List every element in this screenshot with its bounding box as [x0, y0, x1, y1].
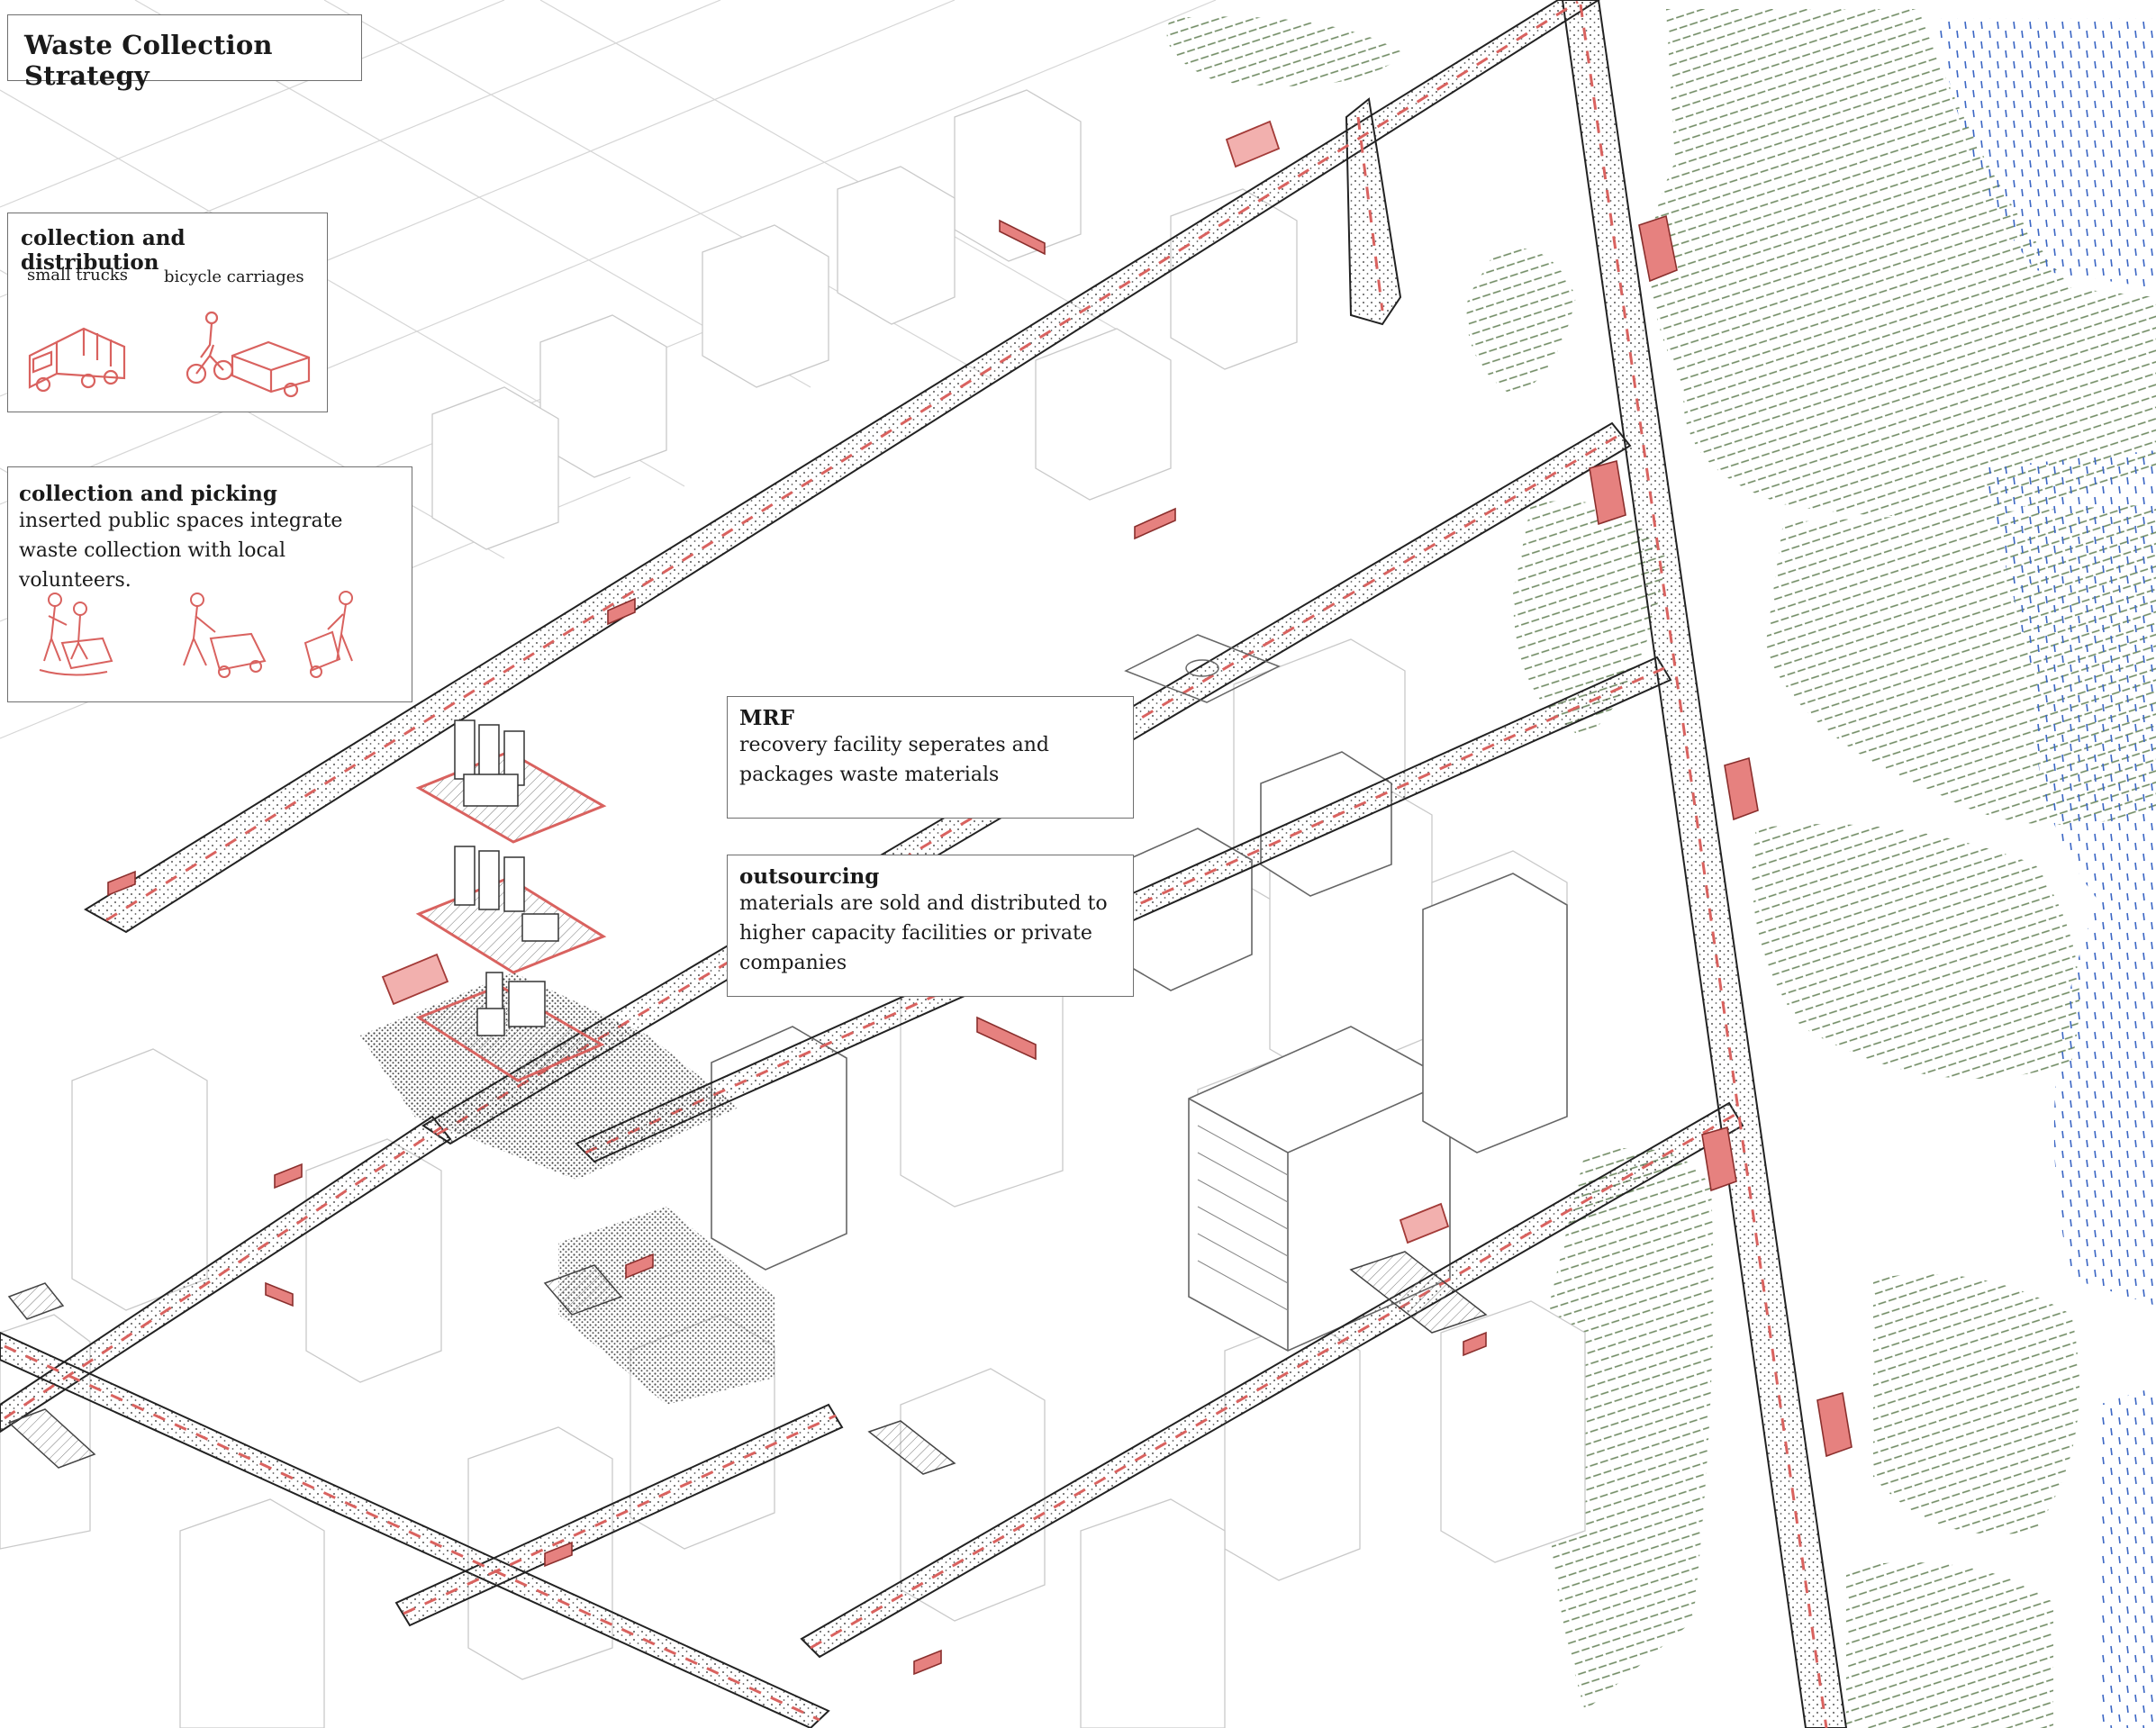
bicycle-carriage-icon — [186, 311, 311, 398]
road-upper-diagonal — [84, 0, 1600, 934]
worker-cart-icon — [183, 593, 267, 678]
vegetation-areas — [1166, 9, 2156, 1728]
picking-heading: collection and picking — [19, 482, 277, 506]
distribution-heading: collection and distribution — [21, 226, 186, 275]
pickup-stalls — [7, 1251, 1488, 1475]
legend-collection-distribution: collection and distribution small trucks… — [7, 213, 328, 412]
picking-description: inserted public spaces integrate waste c… — [19, 510, 343, 592]
distribution-icons — [28, 311, 311, 398]
title-box: Waste Collection Strategy — [7, 14, 362, 91]
dump-truck-icon — [28, 327, 126, 393]
legend-mrf: MRF recovery facility seperates and pack… — [727, 696, 1134, 819]
legend-outsourcing: outsourcing materials are sold and distr… — [727, 855, 1134, 997]
mrf-description: recovery facility seperates and packages… — [739, 734, 1049, 786]
small-trucks-label: small trucks — [27, 266, 128, 285]
mrf-heading: MRF — [739, 706, 794, 730]
mrf-machinery — [454, 719, 559, 1036]
volunteers-icon — [39, 593, 113, 676]
sports-field — [1124, 634, 1281, 703]
road-loop-right — [1345, 97, 1402, 326]
mrf-platform-3 — [415, 984, 605, 1082]
road-bottom-crossing — [0, 1331, 830, 1728]
outsourcing-description: materials are sold and distributed to hi… — [739, 892, 1108, 974]
picking-icons — [39, 591, 353, 678]
worker-dolly-icon — [303, 591, 353, 678]
legend-collection-picking: collection and picking inserted public s… — [7, 466, 412, 702]
route-trucks — [381, 120, 1450, 1244]
bicycle-carriages-label: bicycle carriages — [164, 267, 304, 286]
outsourcing-heading: outsourcing — [739, 864, 880, 889]
page-title: Waste Collection Strategy — [24, 30, 273, 91]
collection-bins — [107, 214, 1853, 1676]
water-areas — [1936, 18, 2156, 1728]
